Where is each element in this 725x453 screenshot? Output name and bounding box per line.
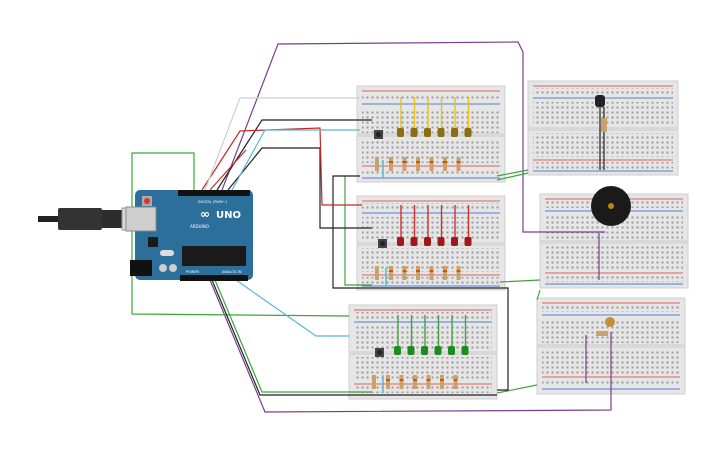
resistor-band bbox=[416, 270, 420, 272]
resistor-band bbox=[453, 379, 458, 381]
pushbutton-2[interactable] bbox=[378, 239, 387, 248]
led bbox=[424, 128, 431, 137]
resistor-band bbox=[426, 379, 431, 381]
resistor-band bbox=[386, 379, 390, 381]
resistor bbox=[416, 266, 420, 280]
button-resistor bbox=[375, 157, 379, 171]
led bbox=[437, 237, 445, 246]
resistor-band bbox=[429, 270, 434, 272]
led bbox=[464, 128, 472, 137]
resistor bbox=[456, 157, 461, 171]
led bbox=[451, 128, 458, 137]
led bbox=[397, 128, 404, 137]
led bbox=[421, 346, 428, 355]
resistor-band bbox=[413, 379, 417, 381]
led bbox=[434, 346, 442, 355]
board-model: UNO bbox=[216, 210, 241, 221]
resistor-band bbox=[440, 379, 444, 381]
resistor-band bbox=[402, 161, 407, 163]
resistor bbox=[456, 266, 461, 280]
led bbox=[410, 237, 418, 246]
resistor-band bbox=[443, 270, 447, 272]
wire-green-7 bbox=[536, 289, 541, 301]
resistor bbox=[413, 375, 417, 389]
wire-grey-1 bbox=[204, 97, 360, 191]
wire-cyan-1 bbox=[231, 129, 360, 191]
resistor bbox=[416, 157, 420, 171]
arduino-uno-board: ∞ UNO ARDUINO DIGITAL (PWM~) POWER ANALO… bbox=[125, 190, 253, 281]
photoresistor bbox=[596, 317, 615, 336]
resistor bbox=[429, 266, 434, 280]
breadboard-buzzer bbox=[539, 193, 689, 289]
breadboard-red bbox=[356, 195, 506, 291]
wire-cyan-2 bbox=[235, 279, 349, 337]
resistor bbox=[453, 375, 458, 389]
resistor-band bbox=[456, 161, 461, 163]
led-row-yellow bbox=[375, 97, 472, 171]
resistor bbox=[443, 157, 447, 171]
pushbutton-3[interactable] bbox=[375, 348, 384, 357]
button-resistor bbox=[375, 266, 379, 280]
arduino-logo: ∞ bbox=[200, 207, 210, 221]
resistor-band bbox=[429, 161, 434, 163]
temperature-sensor bbox=[595, 95, 607, 170]
resistor bbox=[402, 266, 407, 280]
resistor bbox=[426, 375, 431, 389]
board-brand: ARDUINO bbox=[190, 224, 209, 229]
led bbox=[464, 237, 472, 246]
led bbox=[448, 346, 455, 355]
resistor-band bbox=[443, 161, 447, 163]
resistor bbox=[402, 157, 407, 171]
pushbutton-1[interactable] bbox=[374, 130, 383, 139]
led bbox=[394, 346, 401, 355]
wire-green-4 bbox=[496, 172, 529, 181]
analog-pin-label: ANALOG IN bbox=[222, 270, 242, 274]
led bbox=[461, 346, 469, 355]
resistor-band bbox=[402, 270, 407, 272]
led bbox=[451, 237, 458, 246]
led bbox=[397, 237, 404, 246]
wire-green-5 bbox=[499, 279, 541, 283]
wire-green-6 bbox=[496, 384, 538, 394]
led bbox=[407, 346, 415, 355]
wire-black-1 bbox=[216, 119, 372, 191]
resistor bbox=[443, 266, 447, 280]
digital-pin-label: DIGITAL (PWM~) bbox=[198, 200, 228, 204]
resistor bbox=[389, 266, 393, 280]
usb-cable bbox=[38, 207, 141, 231]
button-resistor bbox=[372, 375, 376, 389]
resistor-band bbox=[399, 379, 404, 381]
resistor-band bbox=[456, 270, 461, 272]
wire-red-1 bbox=[201, 127, 362, 206]
wire-purple-bottom bbox=[209, 279, 612, 413]
wires bbox=[131, 41, 612, 413]
resistor-band bbox=[416, 161, 420, 163]
led-row-red bbox=[375, 205, 472, 280]
wire-green-2 bbox=[344, 176, 372, 286]
wire-purple-top bbox=[221, 41, 605, 233]
resistor bbox=[389, 157, 393, 171]
wire-red-2 bbox=[209, 149, 247, 191]
piezo-buzzer bbox=[591, 186, 631, 226]
resistor bbox=[429, 157, 434, 171]
resistor bbox=[386, 375, 390, 389]
resistor-band bbox=[389, 161, 393, 163]
resistor-band bbox=[389, 270, 393, 272]
wire-black-4 bbox=[332, 175, 509, 391]
resistor bbox=[399, 375, 404, 389]
wire-green-left bbox=[131, 152, 350, 317]
wire-black-3 bbox=[211, 279, 497, 396]
led bbox=[437, 128, 445, 137]
led bbox=[424, 237, 431, 246]
led-row-green bbox=[372, 315, 469, 389]
wire-green-3 bbox=[496, 169, 529, 177]
led bbox=[410, 128, 418, 137]
power-pin-label: POWER bbox=[186, 270, 200, 274]
wire-green-1 bbox=[214, 279, 372, 393]
resistor bbox=[440, 375, 444, 389]
